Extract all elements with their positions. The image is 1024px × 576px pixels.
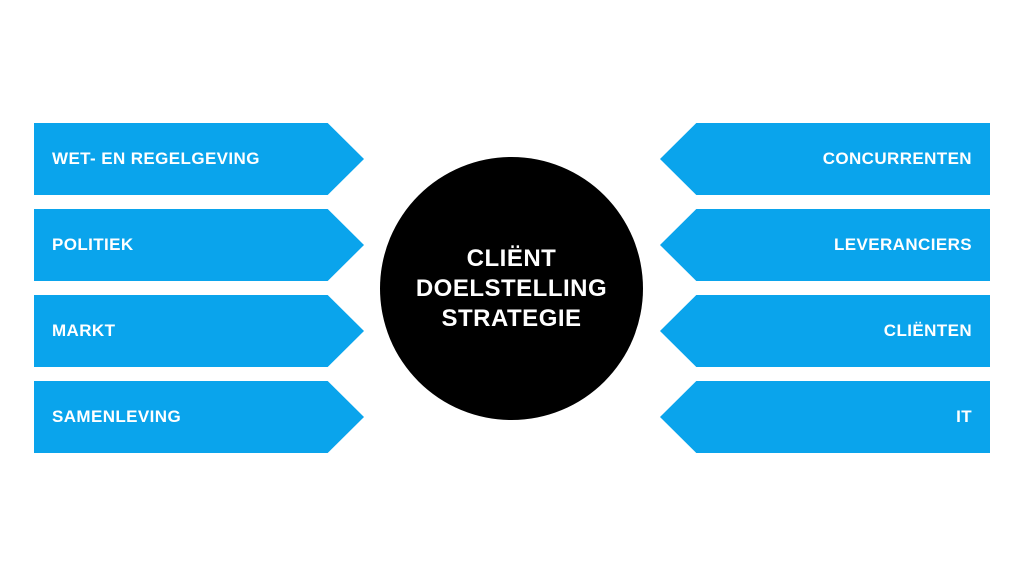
center-line-strategie: STRATEGIE	[441, 304, 582, 332]
arrow-label: SAMENLEVING	[52, 407, 182, 426]
left-arrow-wet-en-regelgeving: WET- EN REGELGEVING	[34, 123, 364, 195]
center-line-client: CLIËNT	[466, 244, 557, 272]
right-arrow-leveranciers: LEVERANCIERS	[660, 209, 990, 281]
right-arrow-clienten: CLIËNTEN	[660, 295, 990, 367]
right-arrow-it: IT	[660, 381, 990, 453]
arrow-label: WET- EN REGELGEVING	[52, 149, 260, 168]
left-arrow-politiek: POLITIEK	[34, 209, 364, 281]
arrow-label: CLIËNTEN	[883, 321, 972, 340]
arrow-label: IT	[956, 407, 972, 426]
arrow-label: POLITIEK	[52, 235, 134, 254]
right-arrow-concurrenten: CONCURRENTEN	[660, 123, 990, 195]
center-line-doelstelling: DOELSTELLING	[415, 274, 608, 302]
arrow-label: MARKT	[52, 321, 116, 340]
center-circle: CLIËNT DOELSTELLING STRATEGIE	[380, 157, 643, 420]
arrow-label: CONCURRENTEN	[822, 149, 972, 168]
left-arrow-markt: MARKT	[34, 295, 364, 367]
left-arrow-samenleving: SAMENLEVING	[34, 381, 364, 453]
arrow-label: LEVERANCIERS	[834, 235, 972, 254]
